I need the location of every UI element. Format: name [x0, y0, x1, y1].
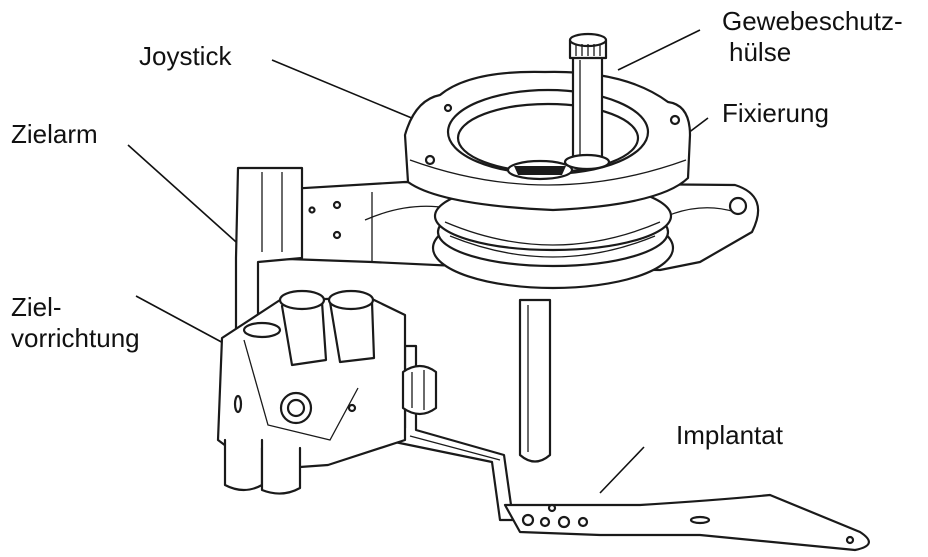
- label-zielvorrichtung-line2: vorrichtung: [11, 323, 140, 353]
- tissue-protection-sleeve: [563, 32, 611, 171]
- aiming-arm-post: [234, 166, 304, 332]
- joystick-housing: [403, 70, 692, 212]
- label-implantat: Implantat: [676, 420, 783, 450]
- joystick-grip: [506, 159, 574, 181]
- label-gewebeschutzhuelse-line1: Gewebeschutz-: [722, 6, 903, 36]
- guide-rod: [518, 298, 552, 463]
- label-joystick: Joystick: [139, 41, 232, 71]
- label-fixierung: Fixierung: [722, 98, 829, 128]
- label-zielvorrichtung-line1: Ziel-: [11, 292, 62, 322]
- target-device: [216, 289, 438, 495]
- implant-arm: [376, 344, 870, 552]
- label-zielarm: Zielarm: [11, 119, 98, 149]
- leader-implantat: [599, 446, 645, 494]
- label-gewebeschutzhuelse-line2: hülse: [729, 37, 792, 67]
- leader-gewebeschutz: [617, 29, 701, 71]
- label-zielvorrichtung: Ziel- vorrichtung: [11, 292, 140, 354]
- label-gewebeschutzhuelse: Gewebeschutz- hülse: [722, 6, 903, 68]
- leader-zielarm: [127, 144, 246, 251]
